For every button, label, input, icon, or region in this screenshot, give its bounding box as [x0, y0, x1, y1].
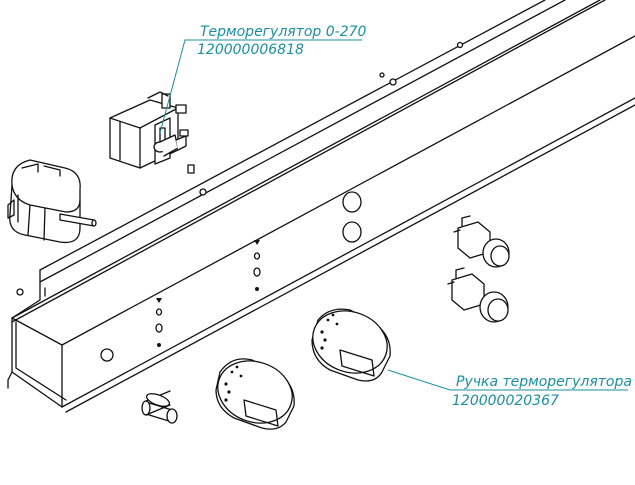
- thermoregulator-name: Терморегулятор 0-270: [200, 24, 367, 40]
- timer-switch-part: [7, 159, 97, 244]
- knob-name: Ручка терморегулятора: [456, 374, 632, 390]
- beam-hole-left: [100, 348, 114, 362]
- knob-code: 120000020367: [452, 393, 559, 409]
- callout-knob-leader: [387, 369, 628, 391]
- beam-hole-upper: [342, 191, 362, 213]
- beam-hole-lower: [342, 221, 362, 243]
- knob-spindle: [141, 390, 178, 424]
- thermoregulator-part: [109, 91, 195, 174]
- indicator-lamp-upper: [453, 215, 510, 268]
- callout-thermoregulator-leader: [159, 39, 362, 134]
- thermoregulator-code: 120000006818: [197, 42, 304, 58]
- control-knob-left: [215, 358, 295, 430]
- control-knob-right: [311, 308, 391, 382]
- indicator-lamp-lower: [447, 267, 509, 323]
- control-panel-beam: [7, 0, 635, 413]
